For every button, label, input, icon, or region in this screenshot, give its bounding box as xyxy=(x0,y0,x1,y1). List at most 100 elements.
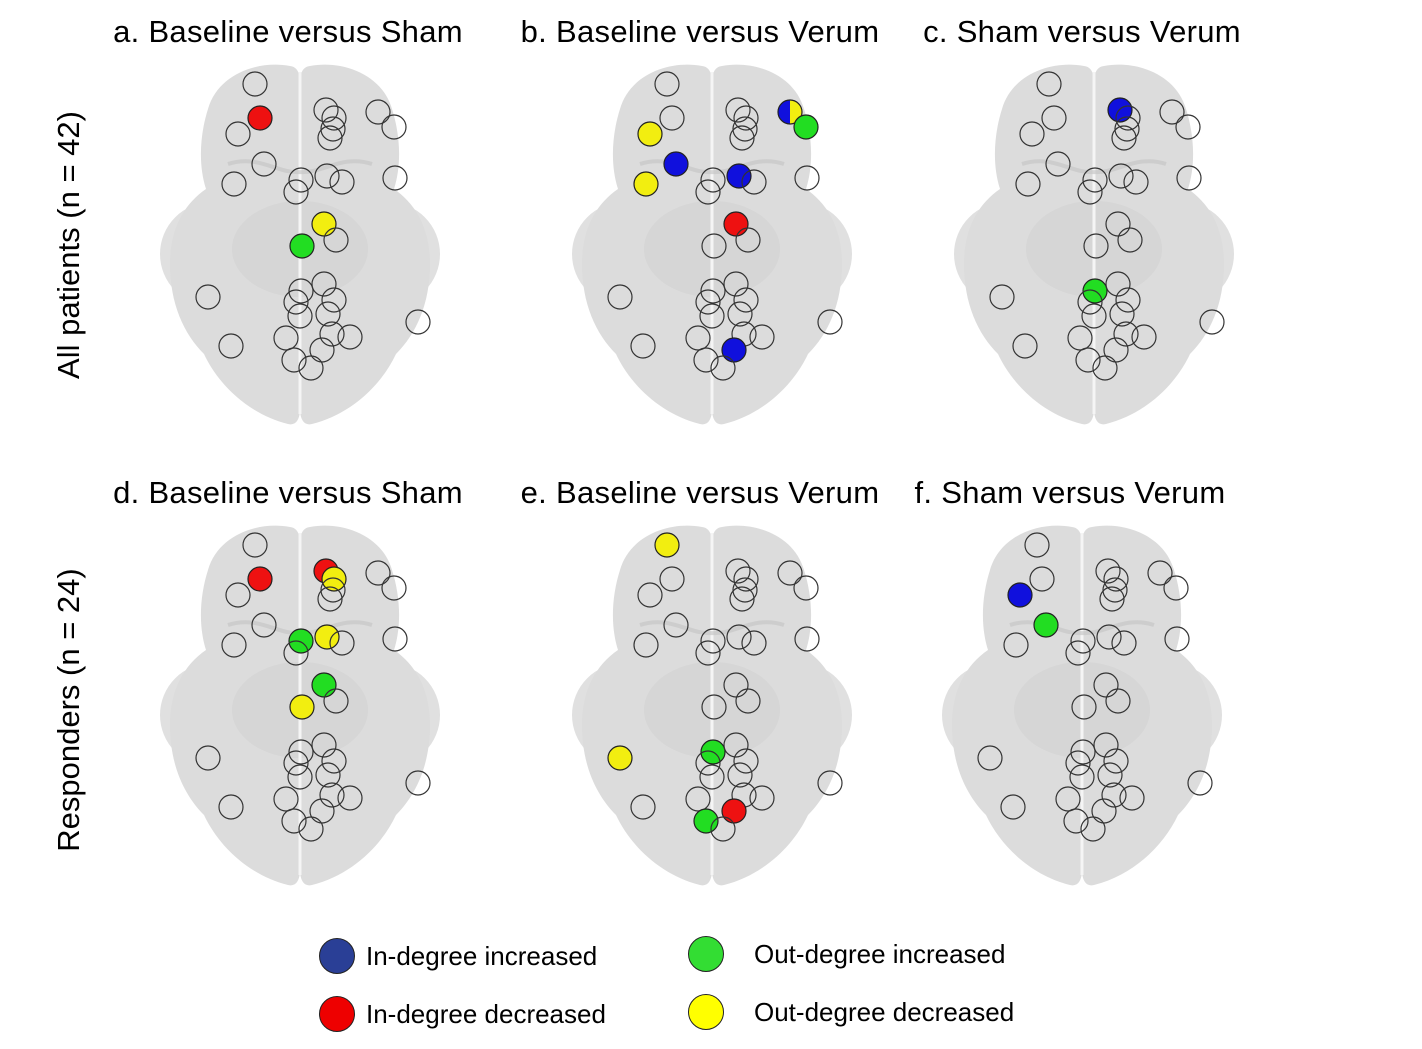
brain-node-mfg_l2 xyxy=(317,586,343,612)
row-label-all-patients: All patients (n = 42) xyxy=(51,111,86,379)
brain-node-sfg_l xyxy=(225,582,251,608)
brain-node-par_r xyxy=(817,309,843,335)
brain-node-cing_r xyxy=(311,211,337,237)
legend-swatch-in-decreased xyxy=(319,996,355,1032)
brain-node-ifg_l xyxy=(221,632,247,658)
brain-node-occ_l0 xyxy=(218,794,244,820)
panel-b: b. Baseline versus Verum xyxy=(500,14,900,454)
brain-node-mfg_l2 xyxy=(729,586,755,612)
brain-node-cun_r2 xyxy=(337,785,363,811)
brain-node-mfg_r xyxy=(313,97,339,123)
brain-node-sfg_r xyxy=(1163,575,1189,601)
panel-title-e: e. Baseline versus Verum xyxy=(520,475,880,510)
brain-node-ifg_l xyxy=(633,171,659,197)
brain-node-mfg_r2 xyxy=(321,105,347,131)
brain-node-prec_r xyxy=(315,762,341,788)
brain-node-cun_r2 xyxy=(1131,324,1157,350)
brain-node-pcc_r2 xyxy=(321,748,347,774)
brain-node-acc_r xyxy=(726,624,752,650)
brain-node-mfg_r2 xyxy=(1103,566,1129,592)
brain-node-cing_r2 xyxy=(1105,688,1131,714)
brain-node-ofc_r xyxy=(777,560,803,586)
legend-label-out-decreased: Out-degree decreased xyxy=(754,997,1015,1027)
brain-node-acc_l2 xyxy=(1065,640,1091,666)
node-group xyxy=(195,71,431,381)
node-group xyxy=(977,532,1213,842)
brain-node-occ_r xyxy=(721,337,747,363)
panel-f: f. Sham versus Verum xyxy=(870,475,1270,915)
brain-node-ifg_r xyxy=(794,165,820,191)
brain-node-cing_l xyxy=(701,694,727,720)
brain-node-cun_l xyxy=(1067,325,1093,351)
brain-node-acc_r2 xyxy=(1123,169,1149,195)
brain-node-lin_r xyxy=(298,816,324,842)
panel-title-d: d. Baseline versus Sham xyxy=(113,475,463,510)
panel-title-f: f. Sham versus Verum xyxy=(914,475,1226,510)
brain-node-cun_l xyxy=(685,325,711,351)
brain-node-sfg_l xyxy=(637,121,663,147)
brain-node-ifg_l xyxy=(633,632,659,658)
brain-network-d xyxy=(160,525,440,886)
brain-node-occ_l xyxy=(693,808,719,834)
brain-node-cun_l xyxy=(685,786,711,812)
panel-d: d. Baseline versus Sham xyxy=(88,475,488,915)
brain-node-pcc_r2 xyxy=(733,287,759,313)
brain-node-cun_r xyxy=(319,321,345,347)
brain-node-acc_l2 xyxy=(695,179,721,205)
brain-node-mfg_l xyxy=(247,105,273,131)
panel-title-a: a. Baseline versus Sham xyxy=(113,14,463,49)
brain-node-par_l xyxy=(607,745,633,771)
panel-title-b: b. Baseline versus Verum xyxy=(520,14,880,49)
brain-node-pcc_l xyxy=(700,278,726,304)
brain-node-ins_l xyxy=(663,151,689,177)
brain-node-sfg_l xyxy=(1007,582,1033,608)
brain-node-cun_r2 xyxy=(1119,785,1145,811)
row-label-responders: Responders (n = 24) xyxy=(51,568,86,852)
brain-node-cun_r xyxy=(1101,782,1127,808)
brain-node-ofc_l xyxy=(1036,71,1062,97)
brain-node-ins_l xyxy=(663,612,689,638)
brain-node-prec_l xyxy=(287,764,313,790)
brain-node-prec_l xyxy=(287,303,313,329)
brain-node-pcc_l2 xyxy=(695,750,721,776)
brain-node-mfg_l xyxy=(659,105,685,131)
brain-node-sfg_r xyxy=(381,575,407,601)
brain-node-acc_l xyxy=(1082,167,1108,193)
brain-node-pcc_r xyxy=(723,732,749,758)
brain-node-prec_r xyxy=(315,301,341,327)
brain-node-pcc_r xyxy=(311,732,337,758)
brain-node-cun_r xyxy=(1113,321,1139,347)
brain-node-acc_r2 xyxy=(329,630,355,656)
node-group xyxy=(989,71,1225,381)
brain-network-b xyxy=(572,64,852,425)
brain-node-pcc_l2 xyxy=(283,289,309,315)
brain-node-mfg_r2 xyxy=(321,566,347,592)
brain-node-ifg_l xyxy=(1015,171,1041,197)
brain-node-acc_r xyxy=(314,624,340,650)
brain-node-lin_r xyxy=(710,816,736,842)
brain-node-occ_l0 xyxy=(630,794,656,820)
brain-node-occ_l0 xyxy=(1000,794,1026,820)
legend-swatch-in-increased xyxy=(319,938,355,974)
brain-node-gr_r xyxy=(732,577,758,603)
brain-node-par_r xyxy=(1187,770,1213,796)
brain-node-ofc_l xyxy=(654,532,680,558)
brain-node-cing_l xyxy=(289,233,315,259)
node-group xyxy=(607,532,843,842)
brain-node-occ_l0 xyxy=(630,333,656,359)
brain-node-par_l xyxy=(977,745,1003,771)
brain-node-mfg_r2 xyxy=(733,105,759,131)
brain-node-mfg_r xyxy=(725,97,751,123)
brain-node-occ_l0 xyxy=(218,333,244,359)
panel-title-c: c. Sham versus Verum xyxy=(923,14,1241,49)
brain-node-pcc_r2 xyxy=(733,748,759,774)
brain-node-mfg_r xyxy=(1107,97,1133,123)
brain-node-pcc_l xyxy=(288,739,314,765)
brain-node-sfg_l xyxy=(225,121,251,147)
brain-node-ofc_l xyxy=(1024,532,1050,558)
brain-node-lin_r xyxy=(1080,816,1106,842)
brain-node-ifg_r xyxy=(382,165,408,191)
brain-node-ofc_r xyxy=(1147,560,1173,586)
brain-node-cing_r xyxy=(311,672,337,698)
brain-network-e xyxy=(572,525,852,886)
